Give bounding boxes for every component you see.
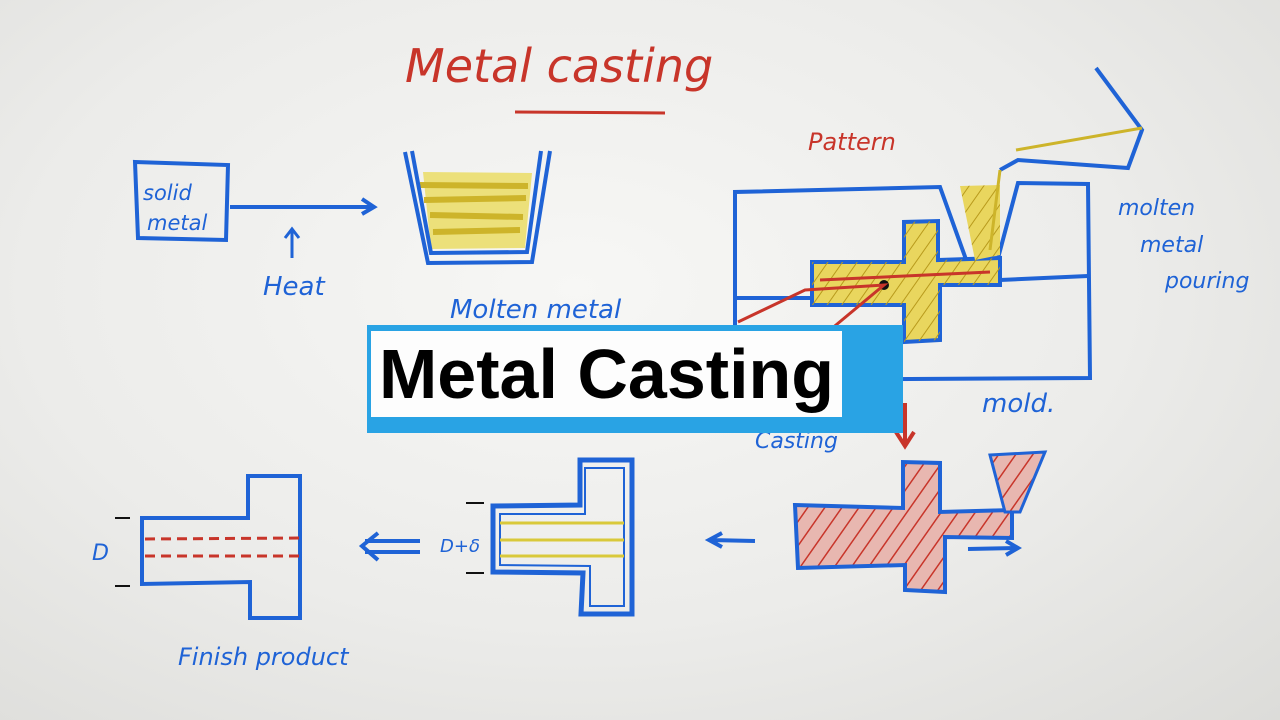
finish-product [140,474,302,620]
down-arrow [894,403,916,450]
sprue-arrow [967,539,1022,557]
pouring-line1: molten [1118,196,1195,221]
solid-metal-box: solid metal [132,159,231,243]
machining-part [490,457,635,617]
ladle [988,66,1145,251]
heat-arrow [230,197,378,216]
raw-casting [792,450,1048,595]
casting-label: Casting [755,429,838,454]
solid-metal-line2: metal [147,211,207,235]
diameter-ticks [115,517,130,587]
solid-metal-line1: solid [143,181,192,205]
finish-product-label: Finish product [178,643,350,671]
heading-underline [514,110,666,115]
pouring-line3: pouring [1164,269,1249,294]
left-arrow [704,531,756,549]
mold-label: mold. [982,389,1055,419]
heat-up-arrow [283,226,301,258]
diameter-label: D [92,541,109,566]
heat-label: Heat [263,272,325,302]
crucible [403,150,552,266]
molten-metal-label: Molten metal [450,295,622,325]
pouring-line2: metal [1140,233,1203,258]
allowance-ticks [466,502,484,574]
allowance-label: D+δ [440,536,480,557]
double-left-arrow [358,531,420,562]
title-banner: Metal Casting [367,325,903,433]
heading: Metal casting [405,39,713,93]
banner-title: Metal Casting [371,331,843,417]
pattern-label: Pattern [808,128,896,156]
